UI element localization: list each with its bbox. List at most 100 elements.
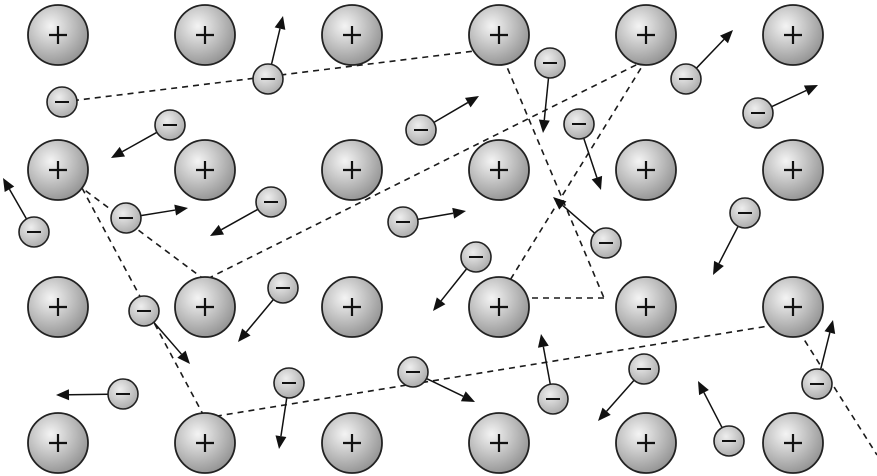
- velocity-arrow: [270, 16, 286, 65]
- electron: [273, 367, 305, 399]
- positive-ion: [615, 276, 677, 338]
- electron: [534, 47, 566, 79]
- plus-sign-icon: [784, 26, 802, 44]
- velocity-arrow: [771, 85, 818, 108]
- velocity-arrow: [433, 268, 468, 311]
- free-electrons: [18, 47, 833, 457]
- positive-ion: [174, 4, 236, 66]
- electron-path-segment: [498, 47, 605, 299]
- plus-sign-icon: [637, 161, 655, 179]
- plus-sign-icon: [196, 434, 214, 452]
- electron: [107, 378, 139, 410]
- plus-sign-icon: [196, 161, 214, 179]
- positive-ion: [321, 412, 383, 474]
- arrow-shaft: [8, 188, 28, 220]
- arrow-head-icon: [537, 334, 549, 348]
- plus-sign-icon: [343, 26, 361, 44]
- arrow-head-icon: [275, 435, 287, 449]
- electron: [255, 186, 287, 218]
- electron: [713, 425, 745, 457]
- arrow-head-icon: [803, 85, 818, 96]
- plus-sign-icon: [49, 26, 67, 44]
- plus-sign-icon: [784, 434, 802, 452]
- positive-ion: [321, 139, 383, 201]
- electron: [46, 86, 78, 118]
- velocity-arrow: [698, 381, 723, 429]
- arrow-shaft: [819, 332, 831, 370]
- velocity-arrow: [713, 225, 739, 275]
- arrow-head-icon: [3, 178, 15, 193]
- arrow-shaft: [695, 38, 725, 69]
- arrow-head-icon: [698, 381, 709, 396]
- arrow-shaft: [245, 299, 274, 333]
- plus-sign-icon: [196, 298, 214, 316]
- velocity-arrows: [3, 16, 836, 449]
- arrow-shaft: [417, 212, 454, 221]
- arrow-head-icon: [111, 146, 126, 158]
- arrow-shaft: [606, 379, 635, 412]
- electron-path-segment: [81, 187, 206, 281]
- velocity-arrow: [537, 334, 552, 385]
- positive-ion: [615, 412, 677, 474]
- arrow-shaft: [718, 225, 739, 264]
- velocity-arrow: [275, 397, 288, 449]
- arrow-head-icon: [174, 204, 188, 216]
- arrow-shaft: [542, 346, 552, 385]
- positive-ion: [468, 276, 530, 338]
- arrow-head-icon: [538, 119, 550, 133]
- arrow-shaft: [121, 131, 158, 153]
- velocity-arrow: [538, 77, 550, 133]
- positive-ion: [615, 4, 677, 66]
- velocity-arrow: [583, 137, 603, 190]
- arrow-shaft: [68, 393, 109, 396]
- arrow-shaft: [771, 89, 807, 108]
- plus-sign-icon: [490, 434, 508, 452]
- electron: [252, 63, 284, 95]
- velocity-arrow: [140, 204, 188, 217]
- arrow-head-icon: [274, 16, 286, 30]
- plus-sign-icon: [784, 161, 802, 179]
- electron: [387, 206, 419, 238]
- positive-ion: [468, 139, 530, 201]
- positive-ion: [762, 412, 824, 474]
- plus-sign-icon: [490, 161, 508, 179]
- electron: [110, 202, 142, 234]
- electron: [18, 216, 50, 248]
- arrow-head-icon: [238, 328, 251, 342]
- arrow-shaft: [583, 137, 598, 178]
- electron: [460, 241, 492, 273]
- arrow-shaft: [543, 77, 550, 121]
- velocity-arrow: [695, 30, 733, 69]
- electron: [801, 368, 833, 400]
- velocity-arrow: [56, 389, 109, 401]
- electron-path-segment: [792, 321, 877, 456]
- positive-ion: [762, 4, 824, 66]
- arrow-shaft: [153, 321, 183, 355]
- electron-paths: [61, 47, 877, 456]
- electron: [537, 383, 569, 415]
- electron: [154, 109, 186, 141]
- plus-sign-icon: [196, 26, 214, 44]
- electron-path-segment: [204, 321, 794, 419]
- velocity-arrow: [153, 321, 190, 364]
- electron: [397, 356, 429, 388]
- electron: [128, 295, 160, 327]
- arrow-head-icon: [210, 224, 225, 236]
- arrow-head-icon: [465, 96, 479, 108]
- arrow-head-icon: [433, 297, 446, 311]
- electron-path-segment: [498, 59, 647, 299]
- arrow-shaft: [433, 101, 469, 124]
- velocity-arrow: [417, 207, 466, 221]
- arrow-head-icon: [824, 320, 836, 334]
- plus-sign-icon: [49, 434, 67, 452]
- arrow-shaft: [280, 397, 288, 437]
- arrow-head-icon: [598, 407, 611, 421]
- arrow-shaft: [270, 28, 281, 65]
- arrow-head-icon: [553, 197, 567, 210]
- positive-ion: [468, 4, 530, 66]
- velocity-arrow: [111, 131, 158, 158]
- electron-path-segment: [204, 59, 647, 281]
- electron: [267, 272, 299, 304]
- plus-sign-icon: [49, 298, 67, 316]
- plus-sign-icon: [637, 434, 655, 452]
